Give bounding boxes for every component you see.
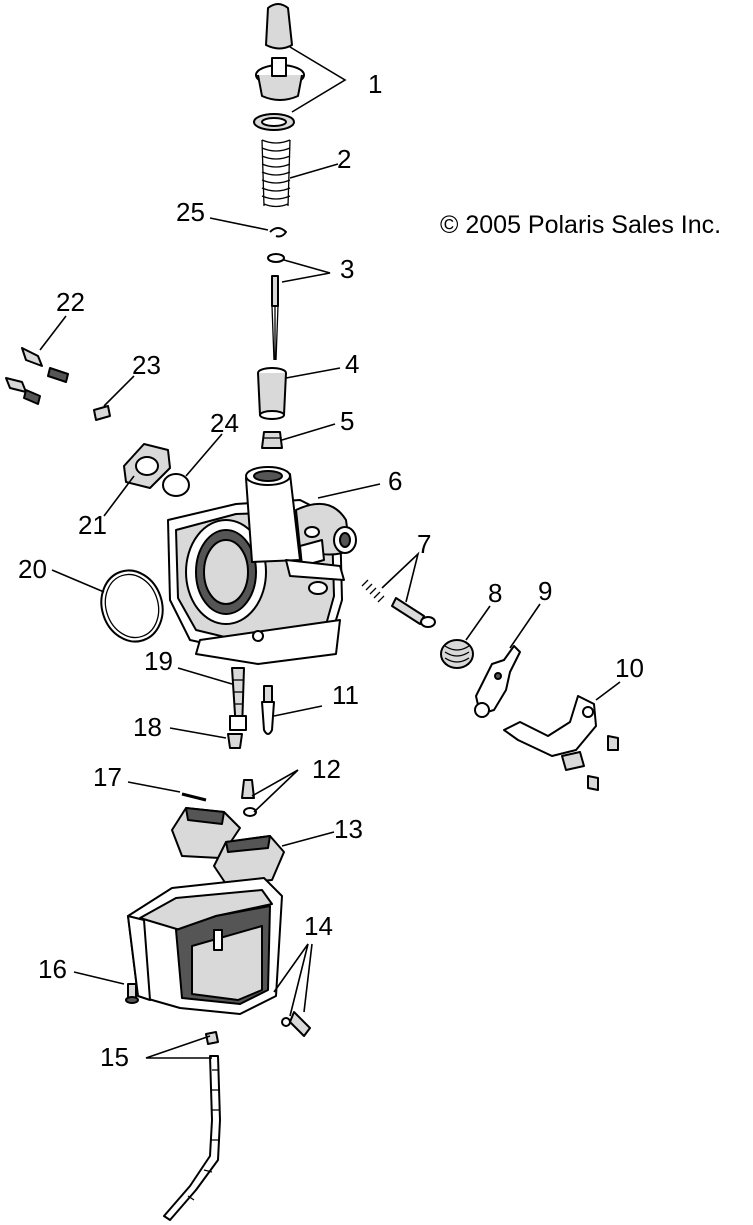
callout-9-leader [509, 603, 541, 649]
part-4-throttle-slide [257, 367, 287, 420]
callout-5-leader [281, 423, 336, 441]
callout-14-leader-a [273, 943, 309, 1017]
callout-11: 11 [332, 680, 359, 710]
part-3-needle [267, 253, 285, 361]
part-14-drain-screw [281, 1011, 311, 1037]
part-20-gasket [100, 569, 164, 643]
callout-13: 13 [334, 814, 363, 844]
part-6-carburetor-body [167, 466, 357, 665]
part-10-cable-bracket [503, 695, 619, 791]
part-16-bowl-screw [125, 983, 139, 1004]
callout-11-leader [273, 705, 323, 717]
callout-12-leader [251, 769, 299, 813]
callout-4-leader [285, 367, 341, 379]
callout-20: 20 [18, 554, 47, 584]
part-7-pilot-screw [361, 579, 436, 628]
part-8-throttle-spring [440, 639, 474, 669]
callout-18-leader [169, 727, 227, 739]
callout-22-leader [39, 315, 67, 351]
part-22-fittings [5, 347, 69, 405]
callout-23: 23 [132, 350, 161, 380]
callout-10: 10 [615, 653, 644, 683]
callout-23-leader [103, 375, 135, 407]
callout-22: 22 [56, 287, 85, 317]
callout-25: 25 [176, 197, 205, 227]
callout-10-leader [595, 681, 621, 701]
callout-4: 4 [345, 349, 359, 379]
callout-5: 5 [340, 406, 354, 436]
callout-15: 15 [100, 1042, 129, 1072]
callout-9: 9 [538, 576, 552, 606]
part-5-needle-jet [261, 431, 283, 449]
part-12-needle-seat [241, 779, 257, 817]
callout-13-leader [281, 831, 335, 847]
callout-25-leader [209, 217, 269, 231]
callout-6-leader [317, 483, 381, 499]
callout-24-leader [185, 433, 223, 477]
callout-6: 6 [388, 466, 402, 496]
part-17-float-pin [181, 792, 207, 802]
part-19-jet-holder [229, 667, 247, 731]
callout-14: 14 [304, 911, 333, 941]
callout-19-leader [177, 667, 233, 685]
callout-18: 18 [133, 712, 162, 742]
callout-19: 19 [144, 646, 173, 676]
part-25-clip [269, 227, 287, 238]
callout-1-leader [289, 46, 347, 113]
callout-1: 1 [368, 69, 382, 99]
callout-2-leader [289, 163, 339, 179]
callout-16-leader [73, 971, 125, 985]
part-24-o-ring [162, 473, 190, 497]
callout-7-leader [381, 551, 420, 603]
part-21-insulator [123, 443, 171, 489]
part-1-cap-assembly [253, 3, 305, 131]
float-bowl [127, 877, 283, 1015]
callout-3-leader [281, 259, 331, 283]
callout-3: 3 [340, 254, 354, 284]
part-13-float [171, 807, 285, 885]
callout-20-leader [51, 569, 105, 593]
part-15-drain-hose [163, 1031, 221, 1221]
part-20-gasket-inner [104, 573, 160, 639]
callout-8-leader [465, 605, 491, 641]
callout-24: 24 [210, 408, 239, 438]
callout-7: 7 [417, 529, 431, 559]
part-11-float-valve [261, 685, 275, 735]
copyright-text: © 2005 Polaris Sales Inc. [440, 211, 721, 239]
part-23-screw [93, 405, 111, 421]
callout-16: 16 [38, 954, 67, 984]
callout-2: 2 [337, 144, 351, 174]
callout-17-leader [127, 781, 181, 793]
callout-21-leader [103, 475, 135, 517]
callout-14-leader-b [303, 943, 313, 1013]
part-2-spring [261, 139, 291, 208]
callout-8: 8 [488, 578, 502, 608]
part-9-throttle-lever [474, 645, 521, 718]
callout-21: 21 [78, 510, 107, 540]
callout-15-leader [145, 1035, 212, 1059]
callout-17: 17 [93, 762, 122, 792]
part-18-main-jet [227, 733, 243, 749]
callout-12: 12 [312, 754, 341, 784]
